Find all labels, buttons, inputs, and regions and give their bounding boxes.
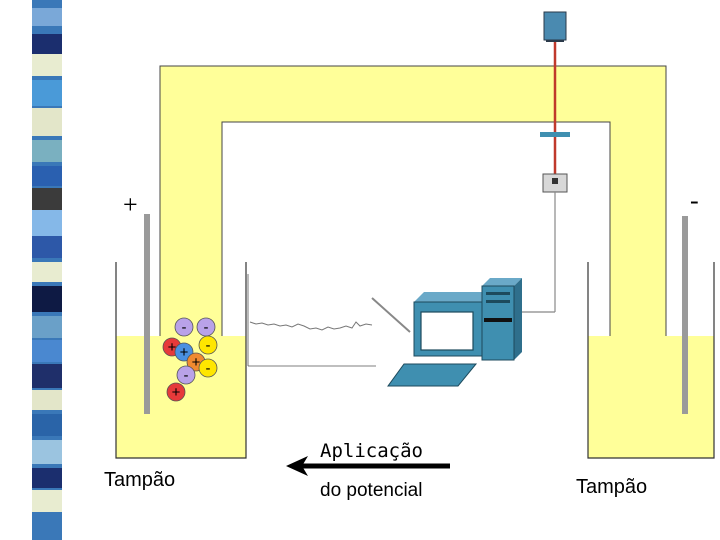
ion (174, 317, 194, 337)
tower-top (482, 278, 522, 286)
ion-charge-label: - (204, 319, 209, 336)
left-buffer-label: Tampão (104, 469, 176, 491)
signal-pointer (371, 297, 411, 333)
right-buffer-label: Tampão (576, 476, 648, 498)
monitor-top (414, 292, 490, 302)
right-reservoir (587, 262, 715, 459)
detector-lamp (543, 11, 567, 41)
ion (166, 382, 186, 402)
ion-charge-label: - (206, 337, 211, 354)
negative-sign: - (690, 186, 699, 215)
ion-charge-label: - (184, 367, 189, 384)
decorative-left-strip (28, 0, 70, 540)
keyboard (387, 363, 478, 387)
ion-charge-label: + (168, 339, 177, 356)
ion-charge-label: + (180, 344, 189, 361)
cathode-electrode (682, 216, 688, 414)
arrow-label-line2: do potencial (320, 480, 423, 501)
disk-drive (484, 318, 512, 322)
potential-arrow (286, 456, 450, 476)
ion-charge-label: + (192, 354, 201, 371)
electropherogram (247, 274, 376, 367)
arrow-label-line1: Aplicação (320, 440, 423, 462)
ion (198, 335, 218, 355)
computer (387, 278, 522, 387)
ion-cluster: --++-+--+ (162, 317, 218, 402)
tower-side (514, 278, 522, 360)
ion-charge-label: + (172, 384, 181, 401)
ion-charge-label: - (182, 319, 187, 336)
electropherogram-trace (249, 321, 373, 331)
monitor-screen (420, 311, 474, 351)
anode-electrode (144, 214, 150, 414)
computer-tower (481, 285, 515, 361)
detector (518, 11, 570, 313)
detector-window (540, 132, 570, 137)
ion (198, 358, 218, 378)
ion (176, 365, 196, 385)
positive-sign: + (123, 190, 138, 219)
ion-charge-label: - (206, 360, 211, 377)
